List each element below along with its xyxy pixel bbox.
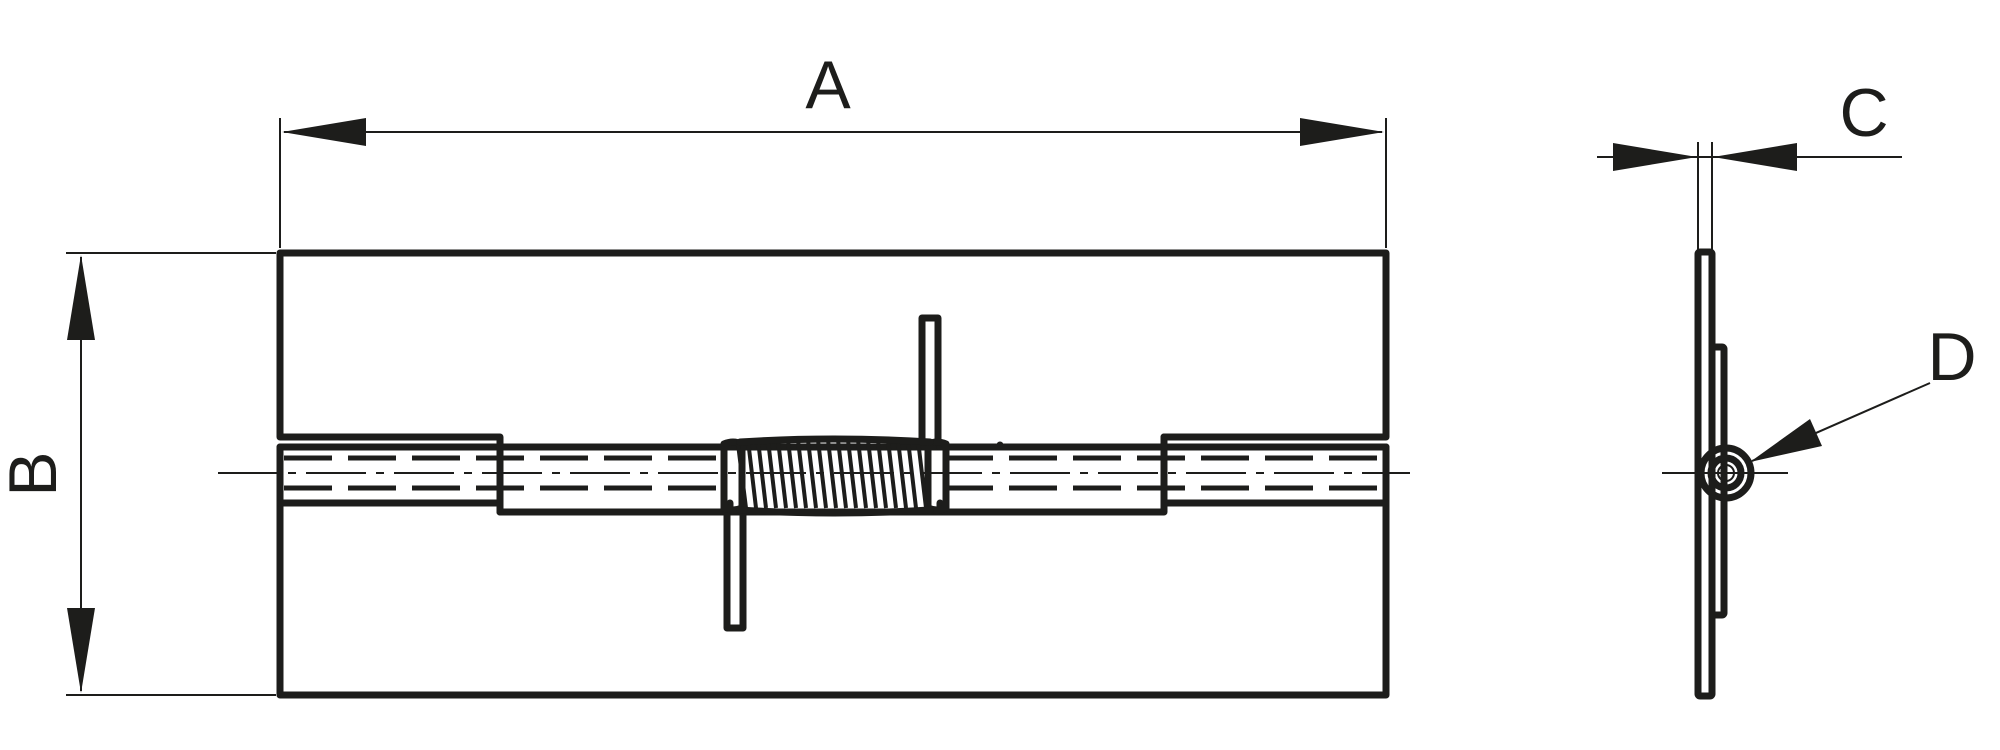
side-view: C D <box>1597 75 1977 700</box>
front-view: A B <box>0 47 1410 699</box>
dim-b-arrow-bottom <box>67 608 95 693</box>
dim-b-arrow-top <box>67 255 95 340</box>
spring-arm-lower <box>723 504 747 632</box>
spring-coil <box>720 435 950 517</box>
dim-c-label: C <box>1839 75 1888 151</box>
dim-a-arrow-right <box>1300 118 1384 146</box>
dim-d-label: D <box>1927 319 1976 395</box>
dim-a-label: A <box>805 47 851 123</box>
dim-b-label: B <box>0 451 71 496</box>
lower-leaf <box>276 443 1390 699</box>
dim-c-arrow-left <box>1613 143 1697 171</box>
dim-a-arrow-left <box>282 118 366 146</box>
dim-c-arrow-right <box>1713 143 1797 171</box>
upper-leaf <box>276 249 1390 451</box>
spring-arm-upper <box>918 314 942 445</box>
dim-d-arrow <box>1750 419 1822 462</box>
